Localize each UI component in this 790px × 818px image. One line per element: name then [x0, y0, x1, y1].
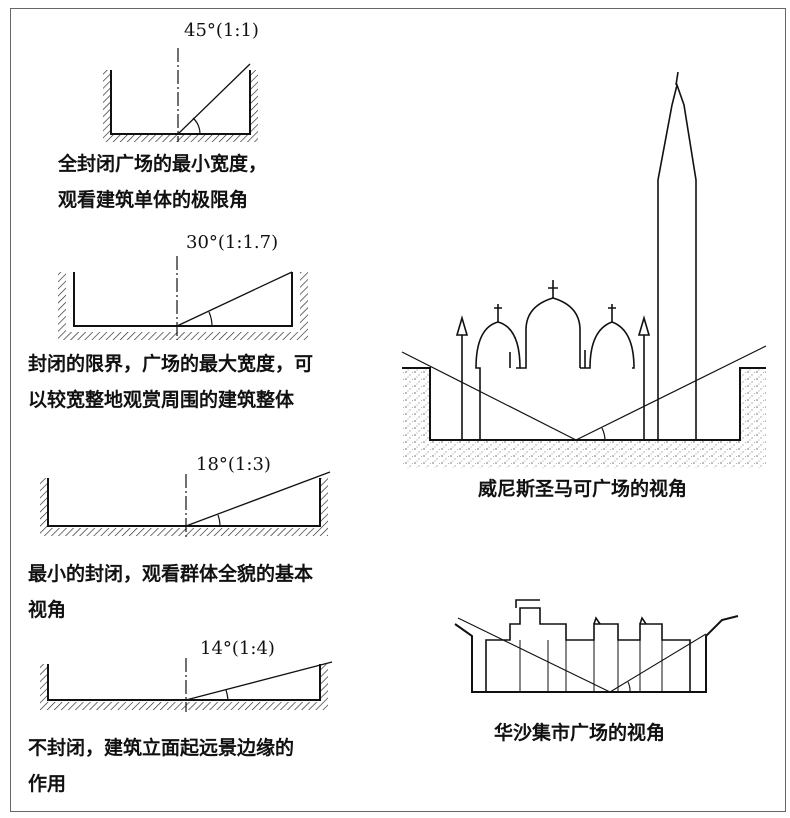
caption-line: 观看建筑单体的极限角 — [58, 189, 249, 211]
caption-diagram-14: 不封闭，建筑立面起远景边缘的 作用 — [28, 730, 294, 802]
venice-section — [401, 71, 767, 468]
venice-sightline-left — [401, 351, 577, 441]
caption-diagram-45: 全封闭广场的最小宽度， 观看建筑单体的极限角 — [58, 146, 267, 218]
caption-venice: 威尼斯圣马可广场的视角 — [478, 478, 688, 500]
ratio-label-18: 18°(1:3) — [196, 454, 271, 475]
caption-line: 全封闭广场的最小宽度， — [58, 153, 268, 175]
caption-line: 以较宽整地观赏周围的建筑整体 — [28, 389, 295, 411]
warsaw-sightline-left — [457, 617, 611, 693]
section-diagram-45 — [103, 48, 258, 142]
caption-line: 最小的封闭，观看群体全貌的基本 — [28, 563, 314, 585]
sightline-30 — [176, 271, 293, 327]
caption-diagram-30: 封闭的限界，广场的最大宽度，可 以较宽整地观赏周围的建筑整体 — [28, 346, 313, 418]
ratio-label-14: 14°(1:4) — [200, 638, 275, 659]
sightline-45 — [177, 63, 251, 135]
caption-line: 视角 — [28, 599, 67, 621]
section-diagram-30 — [58, 256, 308, 340]
section-diagram-14 — [40, 658, 333, 712]
ratio-label-30: 30°(1:1.7) — [186, 232, 279, 253]
ratio-label-45: 45°(1:1) — [184, 20, 259, 41]
section-diagram-18 — [40, 471, 331, 540]
caption-line: 作用 — [28, 773, 67, 795]
sightline-18 — [185, 471, 331, 527]
warsaw-section — [454, 599, 739, 693]
caption-line: 封闭的限界，广场的最大宽度，可 — [28, 353, 314, 375]
sightline-14 — [185, 661, 333, 701]
venice-sightline-right — [575, 345, 767, 441]
figure-frame — [10, 8, 786, 812]
caption-warsaw: 华沙集市广场的视角 — [494, 722, 666, 744]
caption-line: 不封闭，建筑立面起远景边缘的 — [28, 737, 295, 759]
warsaw-sightline-right — [609, 633, 707, 693]
caption-diagram-18: 最小的封闭，观看群体全貌的基本 视角 — [28, 556, 313, 628]
